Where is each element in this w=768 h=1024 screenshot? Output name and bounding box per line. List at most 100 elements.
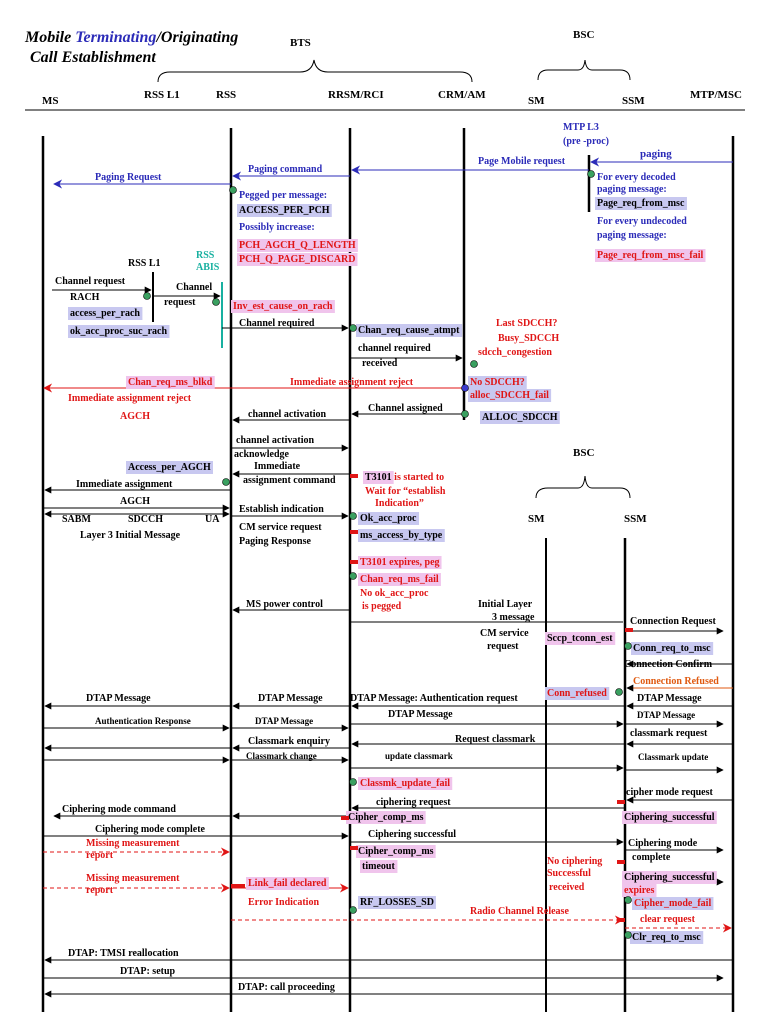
- label-alloc-sdcch-fail: alloc_SDCCH_fail: [470, 390, 549, 401]
- label-channel-request-2b: request: [164, 297, 196, 308]
- node-green: [624, 931, 632, 939]
- node-green: [349, 778, 357, 786]
- label-alloc-sdcch: ALLOC_SDCCH: [482, 412, 558, 423]
- label-ua: UA: [205, 514, 220, 525]
- node-green: [212, 298, 220, 306]
- label-t3101-started: T3101 is started to: [365, 472, 444, 483]
- label-ciphering-mode-command: Ciphering mode command: [62, 804, 176, 815]
- label-paging: paging: [640, 148, 672, 160]
- label-dtap-message-1: DTAP Message: [86, 693, 151, 704]
- label-radio-channel-release: Radio Channel Release: [470, 906, 569, 917]
- column-crm-am: CRM/AM: [438, 89, 486, 101]
- label-dtap-message-2: DTAP Message: [258, 693, 323, 704]
- label-highlight: [468, 389, 552, 402]
- label-highlight: [622, 884, 657, 897]
- label-connection-refused: Connection Refused: [633, 676, 719, 687]
- label-page-req-from-msc-fail: Page_req_from_msc_fail: [597, 250, 703, 261]
- label-wait-for-1: Wait for “establish: [365, 486, 446, 497]
- label-no-sdcch: No SDCCH?: [470, 377, 525, 388]
- label-classmark-change: Classmark change: [246, 751, 317, 761]
- label-highlight: [68, 307, 143, 320]
- label-busy-sdcch: Busy_SDCCH: [498, 333, 559, 344]
- column-rss-abis-2: ABIS: [196, 262, 220, 273]
- label-no-ciphering-3: received: [549, 882, 585, 893]
- label-dtap-message-6: DTAP Message: [637, 710, 695, 720]
- label-highlight: [356, 324, 463, 337]
- node-green: [143, 292, 151, 300]
- label-ciphering-mode-complete-2b: complete: [632, 852, 671, 863]
- timer-marker: [341, 816, 349, 820]
- label-authentication-response: Authentication Response: [95, 716, 191, 726]
- label-highlight: [237, 239, 358, 252]
- label-initial-layer3-2: 3 message: [492, 612, 535, 623]
- column-ssm-lower: SSM: [624, 513, 647, 525]
- label-highlight: [363, 471, 394, 484]
- label-conn-req-to-msc: Conn_req_to_msc: [633, 643, 711, 654]
- label-access-per-pch: ACCESS_PER_PCH: [239, 205, 330, 216]
- node-green: [349, 906, 357, 914]
- label-classmark-update: Classmark update: [638, 752, 708, 762]
- label-sdcch-congestion: sdcch_congestion: [478, 347, 552, 358]
- label-dtap-message-3: DTAP Message: [637, 693, 702, 704]
- label-highlight: [346, 811, 426, 824]
- label-clear-request: clear request: [640, 914, 696, 925]
- label-no-ok-acc-proc-2: is pegged: [362, 601, 402, 612]
- node-green: [222, 478, 230, 486]
- label-access-per-rach: access_per_rach: [70, 308, 140, 319]
- label-establish-indication: Establish indication: [239, 504, 324, 515]
- label-channel-activation-ack-1: channel activation: [236, 435, 314, 446]
- timer-marker: [350, 560, 358, 564]
- label-highlight: [231, 300, 335, 313]
- timer-marker: [617, 918, 625, 922]
- label-link-fail-declared: Link_fail declared: [248, 878, 327, 889]
- column-rss: RSS: [216, 89, 236, 101]
- label-missing-measurement-2a: Missing measurement: [86, 873, 180, 884]
- node-green: [349, 572, 357, 580]
- arrows: [43, 157, 733, 998]
- label-dtap-message-5: DTAP Message: [255, 716, 313, 726]
- node-green: [349, 512, 357, 520]
- label-highlight: [480, 411, 560, 424]
- column-rss-l1-sub: RSS L1: [128, 258, 161, 269]
- label-paging-command: Paging command: [248, 164, 323, 175]
- label-highlight: [358, 896, 436, 909]
- label-highlight: [356, 845, 436, 858]
- label-missing-measurement-1a: Missing measurement: [86, 838, 180, 849]
- label-highlight: [632, 897, 714, 910]
- label-highlight: [595, 249, 706, 262]
- label-immediate-assignment-command-1: Immediate: [254, 461, 301, 472]
- bsc-group-label-mid: BSC: [573, 447, 594, 459]
- label-highlight: [126, 461, 213, 474]
- label-immediate-assignment-command-2: assignment command: [243, 475, 336, 486]
- timer-marker: [625, 628, 633, 632]
- label-dtap-tmsi-reallocation: DTAP: TMSI reallocation: [68, 948, 179, 959]
- label-no-ciphering-2: Successful: [547, 868, 591, 879]
- label-cm-service-request-2b: request: [487, 641, 519, 652]
- label-paging-response: Paging Response: [239, 536, 312, 547]
- label-channel-assigned: Channel assigned: [368, 403, 443, 414]
- label-wait-for-2: Indication”: [375, 498, 424, 509]
- label-highlight: [358, 512, 420, 525]
- node-green: [587, 170, 595, 178]
- label-last-sdcch: Last SDCCH?: [496, 318, 557, 329]
- label-for-every-decoded-2: paging message:: [597, 184, 667, 195]
- label-agch-red: AGCH: [120, 411, 150, 422]
- label-chan-req-ms-blkd: Chan_req_ms_blkd: [128, 377, 213, 388]
- label-highlight: [358, 529, 445, 542]
- label-cipher-comp-ms-timeout-2: timeout: [362, 861, 395, 872]
- label-immediate-assignment-reject-2: Immediate assignment reject: [68, 393, 192, 404]
- label-for-every-decoded-1: For every decoded: [597, 172, 676, 183]
- label-no-ciphering-1: No ciphering: [547, 856, 602, 867]
- label-highlight: [631, 642, 714, 655]
- label-pch-q-page-discard: PCH_Q_PAGE_DISCARD: [239, 254, 355, 265]
- label-ciphering-mode-complete: Ciphering mode complete: [95, 824, 206, 835]
- label-highlight: [545, 687, 610, 700]
- node-green: [229, 186, 237, 194]
- label-inv-est-cause-on-rach: Inv_est_cause_on_rach: [233, 301, 333, 312]
- label-mtp-l3-1: MTP L3: [563, 122, 599, 133]
- label-ciphering-request: ciphering request: [376, 797, 451, 808]
- label-highlight: [545, 632, 616, 645]
- label-classmark-enquiry: Classmark enquiry: [248, 736, 330, 747]
- label-initial-layer3-1: Initial Layer: [478, 599, 533, 610]
- label-connection-request: Connection Request: [630, 616, 717, 627]
